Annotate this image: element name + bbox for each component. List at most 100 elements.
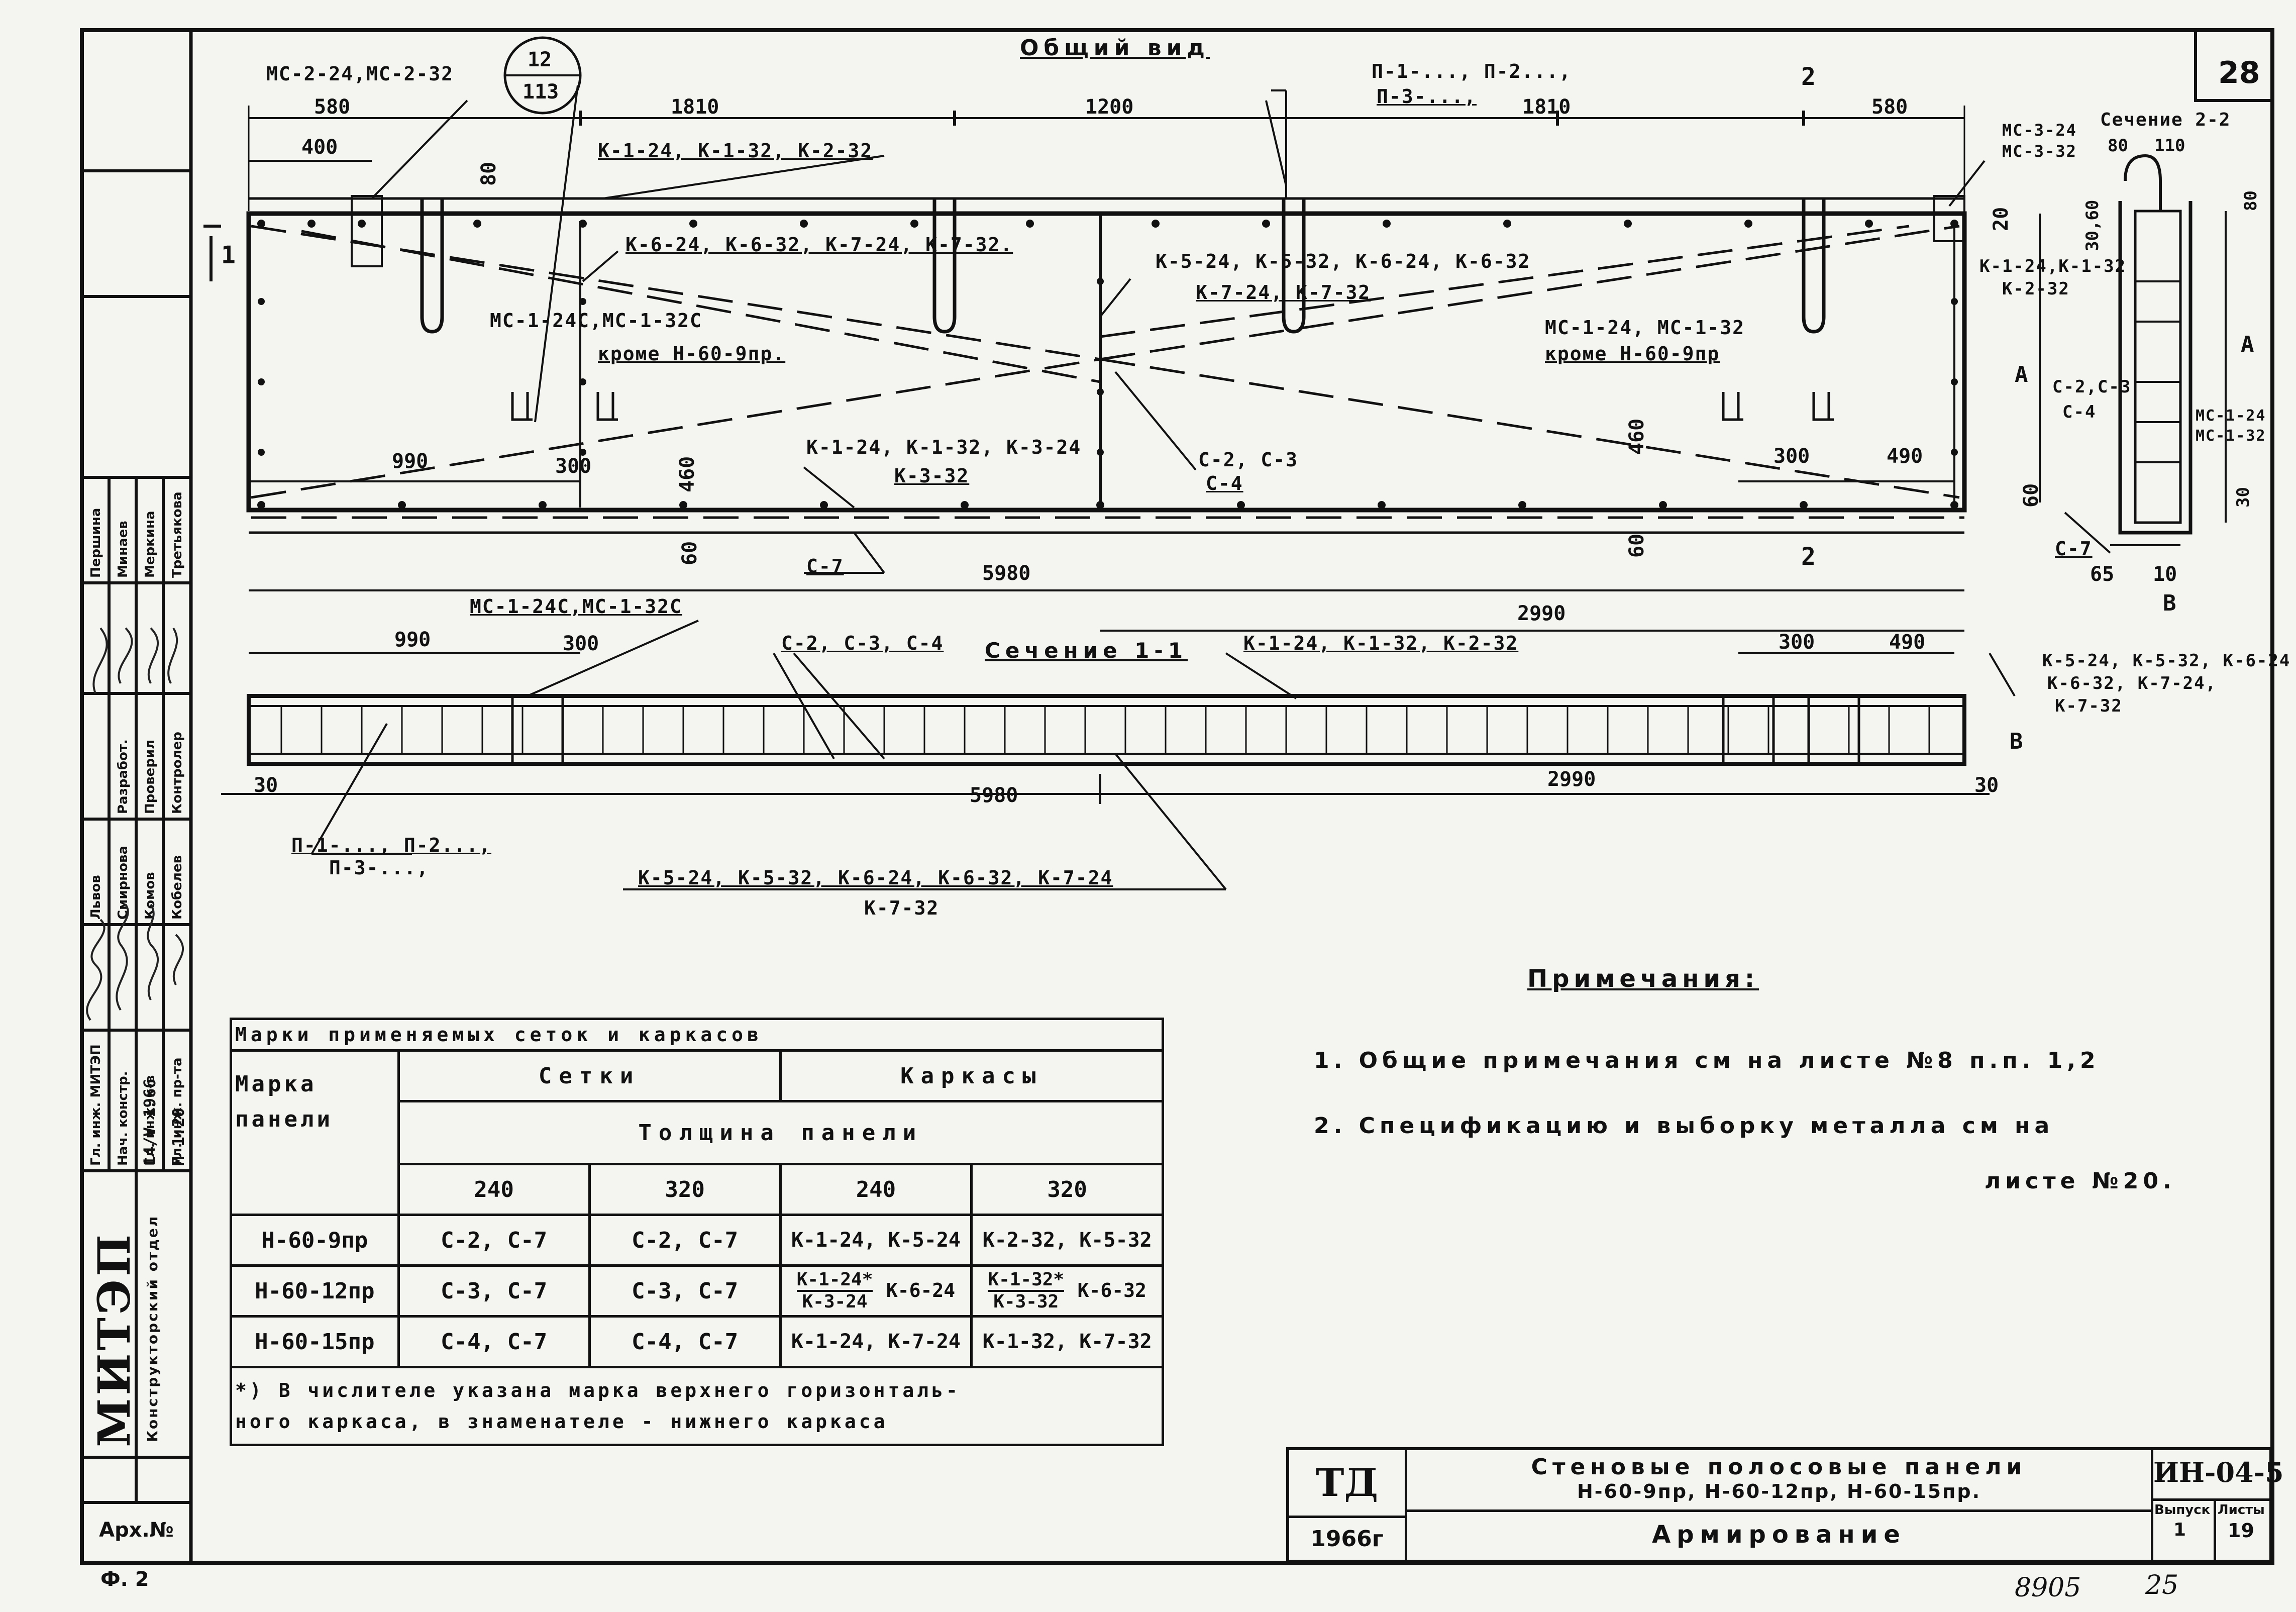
label-k1-section: К-1-24, К-1-32, К-2-32 <box>1243 632 1519 654</box>
note-item-1: 1. Общие примечания см на листе №8 п.п. … <box>1314 1048 2100 1073</box>
dim-1200: 1200 <box>1085 95 1134 119</box>
title-divider <box>1407 1509 2151 1512</box>
dim-30-right: 30 <box>1974 774 1999 797</box>
label-k5-right-1: К-5-24, К-5-32, К-6-24 <box>2042 651 2291 671</box>
label-mc1c: МС-1-24С,МС-1-32С <box>490 310 702 332</box>
footer-format: Ф. 2 <box>100 1568 149 1591</box>
label-k2-section22: К-2-32 <box>2002 279 2070 299</box>
label-except-c: кроме Н-60-9пр. <box>598 343 786 365</box>
dim-110: 110 <box>2154 136 2185 156</box>
label-c4: С-4 <box>1206 472 1243 494</box>
issue-value: 1 <box>2173 1520 2186 1540</box>
issue-label: Выпуск <box>2154 1502 2211 1518</box>
row-s320: С-4, С-7 <box>588 1315 782 1368</box>
label-p1-section: П-1-..., П-2..., <box>291 834 492 856</box>
dim-580-right: 580 <box>1871 95 1908 119</box>
section-marker-1: 1 <box>221 241 236 269</box>
label-mc1-32-section22: МС-1-32 <box>2196 427 2266 445</box>
view-title: Общий вид <box>1020 35 1210 61</box>
sheet-label: Листы <box>2218 1502 2265 1518</box>
title-vertical-divider <box>2151 1450 2153 1563</box>
role-1: Гл. инж. МИТЭП <box>88 1044 103 1166</box>
title-line-1: Стеновые полосовые панели <box>1531 1454 2027 1480</box>
label-p3-section: П-3-..., <box>329 857 430 879</box>
table-row: Н-60-12пр С-3, С-7 С-3, С-7 К-1-24* К-3-… <box>230 1264 1164 1318</box>
row-mark: Н-60-9пр <box>230 1214 400 1267</box>
col-karkasy-header: Каркасы <box>779 1049 1165 1102</box>
dim-300-section-right: 300 <box>1779 631 1815 654</box>
label-mc3-24: МС-3-24 <box>2002 121 2077 140</box>
section-1-1-title: Сечение 1-1 <box>985 638 1188 663</box>
dim-460-left: 460 <box>676 456 699 492</box>
footer-page: 25 <box>2145 1570 2179 1600</box>
thickness-240-karkasy: 240 <box>779 1163 973 1216</box>
row-k320-fraction: К-1-32* К-3-32 К-6-32 <box>970 1264 1164 1318</box>
dim-990-main: 990 <box>392 450 429 473</box>
name-1: Львов <box>88 875 103 920</box>
col-mark-header: Марка панели <box>230 1049 400 1216</box>
label-mc1c-section: МС-1-24С,МС-1-32С <box>470 595 682 618</box>
label-c7-section22: С-7 <box>2055 538 2093 560</box>
label-k5-bottom: К-5-24, К-5-32, К-6-24, К-6-32, К-7-24 <box>638 867 1113 889</box>
name-6: Минаев <box>116 521 131 578</box>
dim-60-right: 60 <box>1625 533 1648 558</box>
note-item-2: 2. Спецификацию и выборку металла см на <box>1314 1113 2054 1139</box>
label-k5-line1: К-5-24, К-5-32, К-6-24, К-6-32 <box>1156 250 1531 272</box>
table-footnote: *) В числителе указана марка верхнего го… <box>230 1366 1164 1446</box>
dim-300-main-left: 300 <box>555 455 592 478</box>
dim-400: 400 <box>301 136 338 159</box>
label-k6: К-6-24, К-6-32, К-7-24, К-7-32. <box>625 234 1013 256</box>
callout-top: 12 <box>528 48 552 71</box>
footer-number: 8905 <box>2015 1573 2081 1603</box>
label-mc2: МС-2-24,МС-2-32 <box>266 63 454 85</box>
label-k7-bottom: К-7-32 <box>864 897 940 919</box>
row-mark: Н-60-15пр <box>230 1315 400 1368</box>
dim-2990-section: 2990 <box>1547 768 1596 791</box>
dim-30-left: 30 <box>254 774 278 797</box>
fraction-numerator: К-1-32* <box>988 1270 1065 1292</box>
label-p1: П-1-..., П-2..., <box>1372 60 1572 82</box>
dim-490-section: 490 <box>1889 631 1926 654</box>
fraction-numerator: К-1-24* <box>796 1270 873 1292</box>
name-2: Смирнова <box>116 846 131 920</box>
label-c23-section22: С-2,С-3 <box>2052 377 2132 397</box>
thickness-320-karkasy: 320 <box>970 1163 1164 1216</box>
fraction-denominator: К-3-24 <box>802 1291 868 1312</box>
label-k5-right-3: К-7-32 <box>2055 696 2123 716</box>
callout-bottom: 113 <box>523 80 559 104</box>
label-p3: П-3-..., <box>1377 85 1477 108</box>
dim-20: 20 <box>1990 207 2013 231</box>
marks-table-title: Марки применяемых сеток и каркасов <box>230 1018 1164 1052</box>
fraction-denominator: К-3-32 <box>993 1291 1059 1312</box>
label-k1-section22: К-1-24,К-1-32 <box>1979 256 2127 276</box>
dim-5980-main: 5980 <box>982 562 1031 585</box>
section-marker-2-top: 2 <box>1801 63 1816 91</box>
row-k320: К-1-32, К-7-32 <box>970 1315 1164 1368</box>
name-5: Першина <box>88 508 103 578</box>
dim-490-main: 490 <box>1887 445 1923 468</box>
fraction: К-1-32* К-3-32 <box>988 1270 1065 1312</box>
label-c234: С-2, С-3, С-4 <box>781 632 944 654</box>
row-k240: К-1-24, К-7-24 <box>779 1315 973 1368</box>
label-a-main: А <box>2015 362 2028 387</box>
label-k5-right-2: К-6-32, К-7-24, <box>2047 673 2217 693</box>
label-a-section: А <box>2241 332 2254 357</box>
title-block: ТД 1966г Стеновые полосовые панели Н-60-… <box>1286 1447 2284 1563</box>
dim-60-section-22: 60 <box>2020 483 2043 508</box>
dim-1810-left: 1810 <box>671 95 719 119</box>
row-s320: С-2, С-7 <box>588 1214 782 1267</box>
dim-60-left: 60 <box>678 541 701 565</box>
label-k1: К-1-24, К-1-32, К-2-32 <box>598 140 873 162</box>
label-b-section: В <box>2163 590 2176 616</box>
table-row: Н-60-9пр С-2, С-7 С-2, С-7 К-1-24, К-5-2… <box>230 1214 1164 1267</box>
role-3: Гл. инж. к-в <box>143 1075 158 1166</box>
col-setki-header: Сетки <box>397 1049 782 1102</box>
issue-sheet-divider <box>2214 1498 2216 1563</box>
dim-460-right: 460 <box>1625 418 1648 455</box>
title-line-2: Н-60-9пр, Н-60-12пр, Н-60-15пр. <box>1577 1480 1981 1502</box>
name-7: Меркина <box>143 511 158 578</box>
row-s320: С-3, С-7 <box>588 1264 782 1318</box>
role-5: Разработ. <box>116 739 131 814</box>
code-divider <box>2151 1498 2272 1501</box>
row-k240: К-1-24, К-5-24 <box>779 1214 973 1267</box>
